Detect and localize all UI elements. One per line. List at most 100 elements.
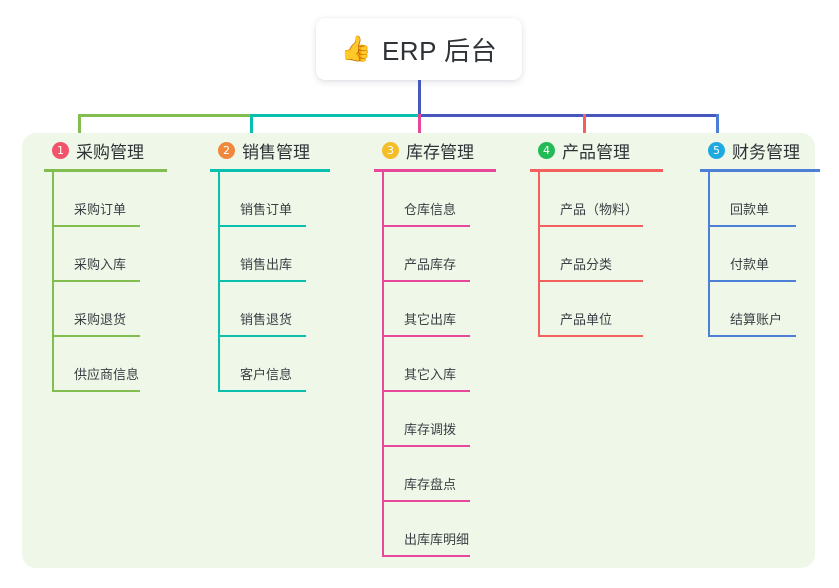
menu-item-spine	[52, 282, 54, 337]
connector-drop-1	[78, 114, 81, 142]
menu-item-underline	[708, 225, 796, 227]
menu-item[interactable]: 其它出库	[382, 282, 500, 337]
menu-item-underline	[382, 445, 470, 447]
column-title: 库存管理	[406, 142, 474, 162]
menu-item-label: 其它入库	[404, 367, 457, 382]
menu-item-label: 库存调拨	[404, 422, 457, 437]
menu-item-underline	[382, 390, 470, 392]
menu-item-underline	[52, 390, 140, 392]
menu-item-spine	[52, 172, 54, 227]
menu-item-underline	[52, 335, 140, 337]
menu-item-spine	[218, 227, 220, 282]
root-node[interactable]: 👍 ERP 后台	[316, 18, 522, 80]
connector-bus-indigo	[418, 114, 718, 117]
menu-item-label: 采购入库	[74, 257, 127, 272]
menu-item-label: 付款单	[730, 257, 770, 272]
menu-item-spine	[708, 282, 710, 337]
menu-item[interactable]: 供应商信息	[52, 337, 172, 392]
menu-item-spine	[382, 172, 384, 227]
menu-item-spine	[218, 172, 220, 227]
column-underline	[530, 169, 663, 172]
menu-item-spine	[382, 227, 384, 282]
menu-item-label: 销售订单	[240, 202, 293, 217]
menu-item[interactable]: 其它入库	[382, 337, 500, 392]
menu-item[interactable]: 采购订单	[52, 172, 172, 227]
menu-item-label: 采购退货	[74, 312, 127, 327]
column-underline	[44, 169, 167, 172]
menu-item-underline	[52, 280, 140, 282]
menu-item[interactable]: 销售出库	[218, 227, 330, 282]
menu-item-underline	[708, 280, 796, 282]
menu-item[interactable]: 仓库信息	[382, 172, 500, 227]
menu-item-spine	[538, 172, 540, 227]
column-product: 4 产品管理产品（物料）产品分类产品单位	[530, 133, 666, 337]
menu-item-underline	[382, 555, 470, 557]
menu-item-label: 结算账户	[730, 312, 783, 327]
column-index-badge: 5	[708, 141, 725, 159]
menu-item[interactable]: 销售订单	[218, 172, 330, 227]
menu-item[interactable]: 采购入库	[52, 227, 172, 282]
menu-item[interactable]: 产品单位	[538, 282, 666, 337]
menu-item[interactable]: 结算账户	[708, 282, 820, 337]
root-stem-connector	[418, 80, 421, 116]
connector-drop-2	[250, 114, 253, 142]
column-header[interactable]: 4 产品管理	[530, 133, 666, 167]
menu-item-spine	[708, 172, 710, 227]
menu-item[interactable]: 客户信息	[218, 337, 330, 392]
connector-drop-3	[418, 114, 421, 142]
menu-item-spine	[538, 282, 540, 337]
menu-item-underline	[218, 280, 306, 282]
menu-item-spine	[708, 227, 710, 282]
column-index-badge: 4	[538, 141, 555, 159]
root-node-title: ERP 后台	[381, 35, 498, 66]
connector-bus-teal	[250, 114, 420, 117]
menu-item-spine	[382, 502, 384, 557]
connector-drop-4	[583, 114, 586, 142]
menu-item-underline	[538, 225, 643, 227]
menu-item[interactable]: 销售退货	[218, 282, 330, 337]
menu-item-underline	[382, 225, 470, 227]
menu-item-label: 库存盘点	[404, 477, 457, 492]
menu-item[interactable]: 产品分类	[538, 227, 666, 282]
menu-item-spine	[52, 337, 54, 392]
connector-bus-green	[78, 114, 252, 117]
menu-item[interactable]: 付款单	[708, 227, 820, 282]
menu-item-underline	[218, 225, 306, 227]
menu-item[interactable]: 库存调拨	[382, 392, 500, 447]
column-underline	[374, 169, 496, 172]
column-underline	[210, 169, 330, 172]
menu-item-underline	[708, 335, 796, 337]
menu-item-label: 出库库明细	[404, 532, 470, 547]
thumbs-up-icon: 👍	[340, 34, 372, 63]
menu-item[interactable]: 出库库明细	[382, 502, 500, 557]
menu-item-spine	[218, 337, 220, 392]
column-index-badge: 2	[218, 141, 235, 159]
menu-item-underline	[218, 335, 306, 337]
menu-item[interactable]: 库存盘点	[382, 447, 500, 502]
menu-item[interactable]: 产品（物料）	[538, 172, 666, 227]
menu-item-label: 产品单位	[560, 312, 613, 327]
menu-item-spine	[382, 282, 384, 337]
menu-item-underline	[52, 225, 140, 227]
menu-item-spine	[52, 227, 54, 282]
menu-item[interactable]: 采购退货	[52, 282, 172, 337]
menu-item-spine	[382, 447, 384, 502]
column-title: 采购管理	[76, 142, 144, 162]
column-title: 产品管理	[562, 142, 630, 162]
menu-item-label: 采购订单	[74, 202, 127, 217]
menu-item[interactable]: 产品库存	[382, 227, 500, 282]
menu-item-underline	[538, 335, 643, 337]
column-underline	[700, 169, 820, 172]
menu-item-label: 仓库信息	[404, 202, 457, 217]
menu-item[interactable]: 回款单	[708, 172, 820, 227]
menu-item-label: 产品库存	[404, 257, 457, 272]
menu-item-underline	[382, 280, 470, 282]
